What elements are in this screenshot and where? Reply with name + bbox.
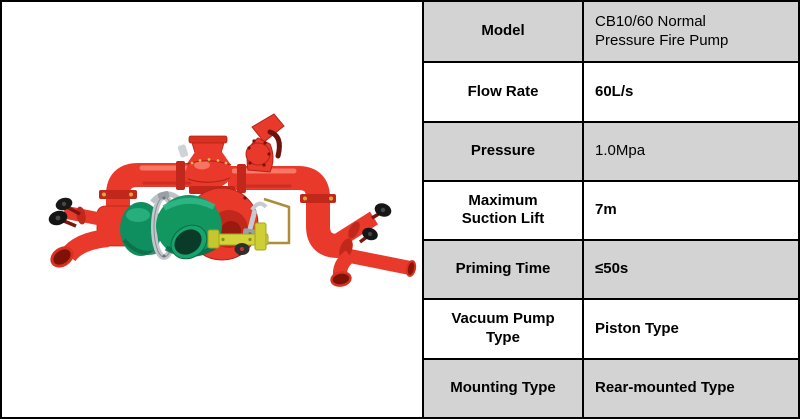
vacuum-pump-green: [120, 191, 222, 260]
spec-row-priming-time: Priming Time ≤50s: [424, 239, 798, 299]
fire-pump-image: [48, 113, 417, 287]
yellow-bracket: [207, 222, 269, 255]
spec-value-vacuum-pump-type: Piston Type: [595, 319, 679, 337]
spec-value-priming-time: ≤50s: [595, 260, 629, 278]
spec-label-model: Model: [424, 2, 584, 62]
right-handwheels: [358, 203, 392, 244]
spec-label-mounting-type: Mounting Type: [424, 359, 584, 417]
spec-table: Model CB10/60 Normal Pressure Fire Pump …: [422, 2, 798, 417]
spec-label-priming-time: Priming Time: [424, 241, 584, 299]
spec-value-pressure: 1.0Mpa: [595, 141, 646, 159]
spec-row-pressure: Pressure 1.0Mpa: [424, 120, 798, 180]
spec-value-mounting-type: Rear-mounted Type: [595, 378, 735, 396]
spec-row-flow-rate: Flow Rate 60L/s: [424, 61, 798, 121]
product-image-panel: [2, 2, 422, 417]
spec-label-flow-rate: Flow Rate: [424, 63, 584, 121]
spec-row-vacuum-pump-type: Vacuum Pump Type Piston Type: [424, 298, 798, 358]
spec-value-model: CB10/60 Normal Pressure Fire Pump: [595, 12, 729, 49]
left-handwheels: [48, 197, 81, 228]
spec-row-mounting-type: Mounting Type Rear-mounted Type: [424, 357, 798, 417]
spec-label-suction-lift: Maximum Suction Lift: [424, 181, 584, 240]
spec-value-suction-lift: 7m: [595, 201, 617, 219]
right-valve-assembly: [330, 211, 417, 287]
spec-value-flow-rate: 60L/s: [595, 82, 634, 100]
relief-valve-fitting: [245, 113, 285, 173]
spec-label-vacuum-pump-type: Vacuum Pump Type: [424, 300, 584, 358]
spec-label-pressure: Pressure: [424, 122, 584, 180]
spec-row-suction-lift: Maximum Suction Lift 7m: [424, 179, 798, 240]
spec-row-model: Model CB10/60 Normal Pressure Fire Pump: [424, 2, 798, 62]
brass-priming-pipe: [263, 197, 291, 245]
